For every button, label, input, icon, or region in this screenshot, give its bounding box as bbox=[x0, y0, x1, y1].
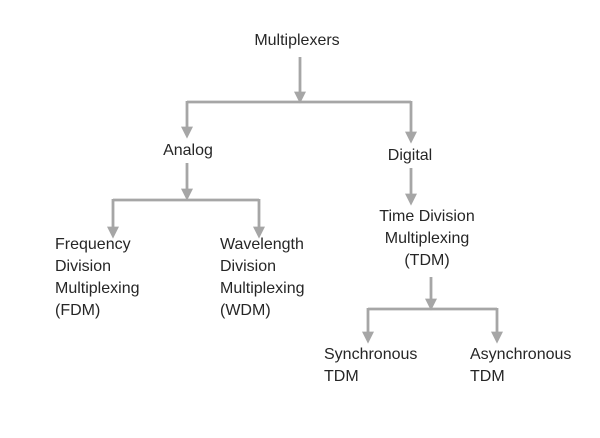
node-sync-tdm: Synchronous TDM bbox=[324, 346, 418, 385]
node-wdm: Wavelength Division Multiplexing (WDM) bbox=[220, 236, 305, 319]
node-digital: Digital bbox=[387, 147, 433, 164]
node-async-tdm: Asynchronous TDM bbox=[470, 346, 572, 385]
node-analog: Analog bbox=[163, 142, 213, 159]
node-multiplexers: Multiplexers bbox=[254, 32, 340, 49]
node-tdm: Time Division Multiplexing (TDM) bbox=[379, 208, 475, 269]
node-fdm: Frequency Division Multiplexing (FDM) bbox=[55, 236, 140, 319]
